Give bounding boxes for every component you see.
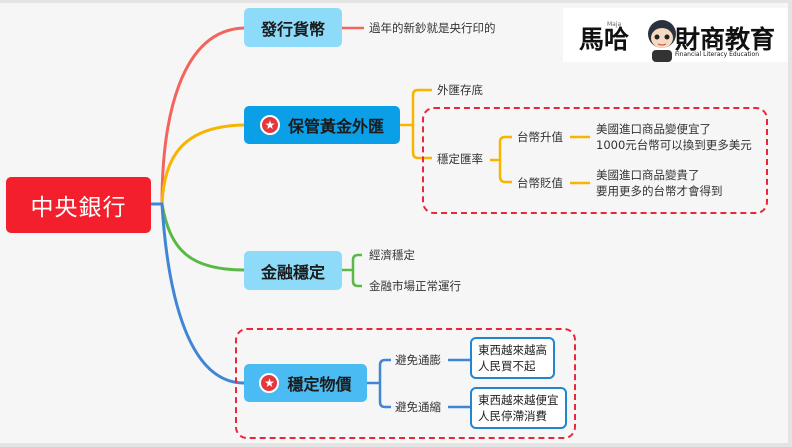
note-depreciation[interactable]: 美國進口商品變貴了 要用更多的台幣才會得到 — [596, 167, 723, 199]
note-line: 美國進口商品變便宜了 — [596, 122, 711, 136]
leaf-twd-appreciation[interactable]: 台幣升值 — [517, 130, 563, 144]
branch-financial-stability[interactable]: 金融穩定 — [244, 251, 342, 290]
leaf-new-notes[interactable]: 過年的新鈔就是央行印的 — [369, 21, 496, 35]
root-label: 中央銀行 — [30, 195, 127, 221]
note-line: 東西越來越便宜 — [478, 393, 559, 407]
leaf-avoid-deflation[interactable]: 避免通縮 — [395, 400, 441, 414]
branch-label: 金融穩定 — [260, 262, 325, 282]
link-root-financial-stability — [160, 203, 245, 272]
branch-label: 穩定物價 — [287, 375, 352, 394]
leaf-market-operation[interactable]: 金融市場正常運行 — [369, 279, 461, 293]
leaf-stable-exchange-rate[interactable]: 穩定匯率 — [437, 152, 483, 166]
link-root-gold-forex — [160, 123, 245, 205]
note-line: 要用更多的台幣才會得到 — [596, 184, 723, 198]
leaf-forex-reserves[interactable]: 外匯存底 — [437, 83, 483, 97]
branch-label: 發行貨幣 — [260, 19, 325, 39]
mascot-icon — [648, 20, 676, 62]
leaf-twd-depreciation[interactable]: 台幣貶值 — [517, 176, 563, 190]
branch-price-stability[interactable]: ★ 穩定物價 — [244, 364, 367, 402]
highlight-price-stability — [235, 328, 576, 439]
brand-logo: 馬哈 Maja 財商教育 Financial Literacy Educatio… — [563, 8, 788, 62]
logo-text-right: 財商教育 — [675, 25, 776, 54]
link-exchange-children — [490, 135, 512, 184]
link-root-price-stability — [151, 202, 245, 385]
note-line: 人民買不起 — [478, 359, 536, 373]
logo-text-left: 馬哈 — [579, 25, 630, 54]
link-price-children — [367, 358, 391, 409]
root-node-central-bank[interactable]: 中央銀行 — [6, 177, 151, 233]
branch-gold-forex[interactable]: ★ 保管黃金外匯 — [244, 106, 400, 144]
leaf-avoid-inflation[interactable]: 避免通膨 — [395, 353, 441, 367]
logo-tag-small: Maja — [607, 21, 622, 28]
note-appreciation[interactable]: 美國進口商品變便宜了 1000元台幣可以換到更多美元 — [596, 121, 752, 153]
link-gold-forex-children — [400, 88, 432, 160]
note-inflation[interactable]: 東西越來越高 人民買不起 — [470, 337, 555, 379]
note-line: 東西越來越高 — [478, 343, 547, 357]
note-line: 人民停滯消費 — [478, 409, 547, 423]
star-icon: ★ — [259, 115, 280, 135]
link-financial-children — [342, 253, 362, 288]
link-root-issue-currency — [151, 26, 245, 206]
branch-issue-currency[interactable]: 發行貨幣 — [244, 8, 342, 47]
highlight-exchange-rate — [422, 107, 768, 214]
logo-tag-en: Financial Literacy Education — [675, 51, 760, 58]
star-icon: ★ — [259, 373, 280, 393]
branch-label: 保管黃金外匯 — [287, 117, 384, 136]
leaf-economic-stability[interactable]: 經濟穩定 — [369, 248, 415, 262]
note-line: 美國進口商品變貴了 — [596, 168, 700, 182]
note-line: 1000元台幣可以換到更多美元 — [596, 138, 752, 152]
note-deflation[interactable]: 東西越來越便宜 人民停滯消費 — [470, 387, 567, 429]
